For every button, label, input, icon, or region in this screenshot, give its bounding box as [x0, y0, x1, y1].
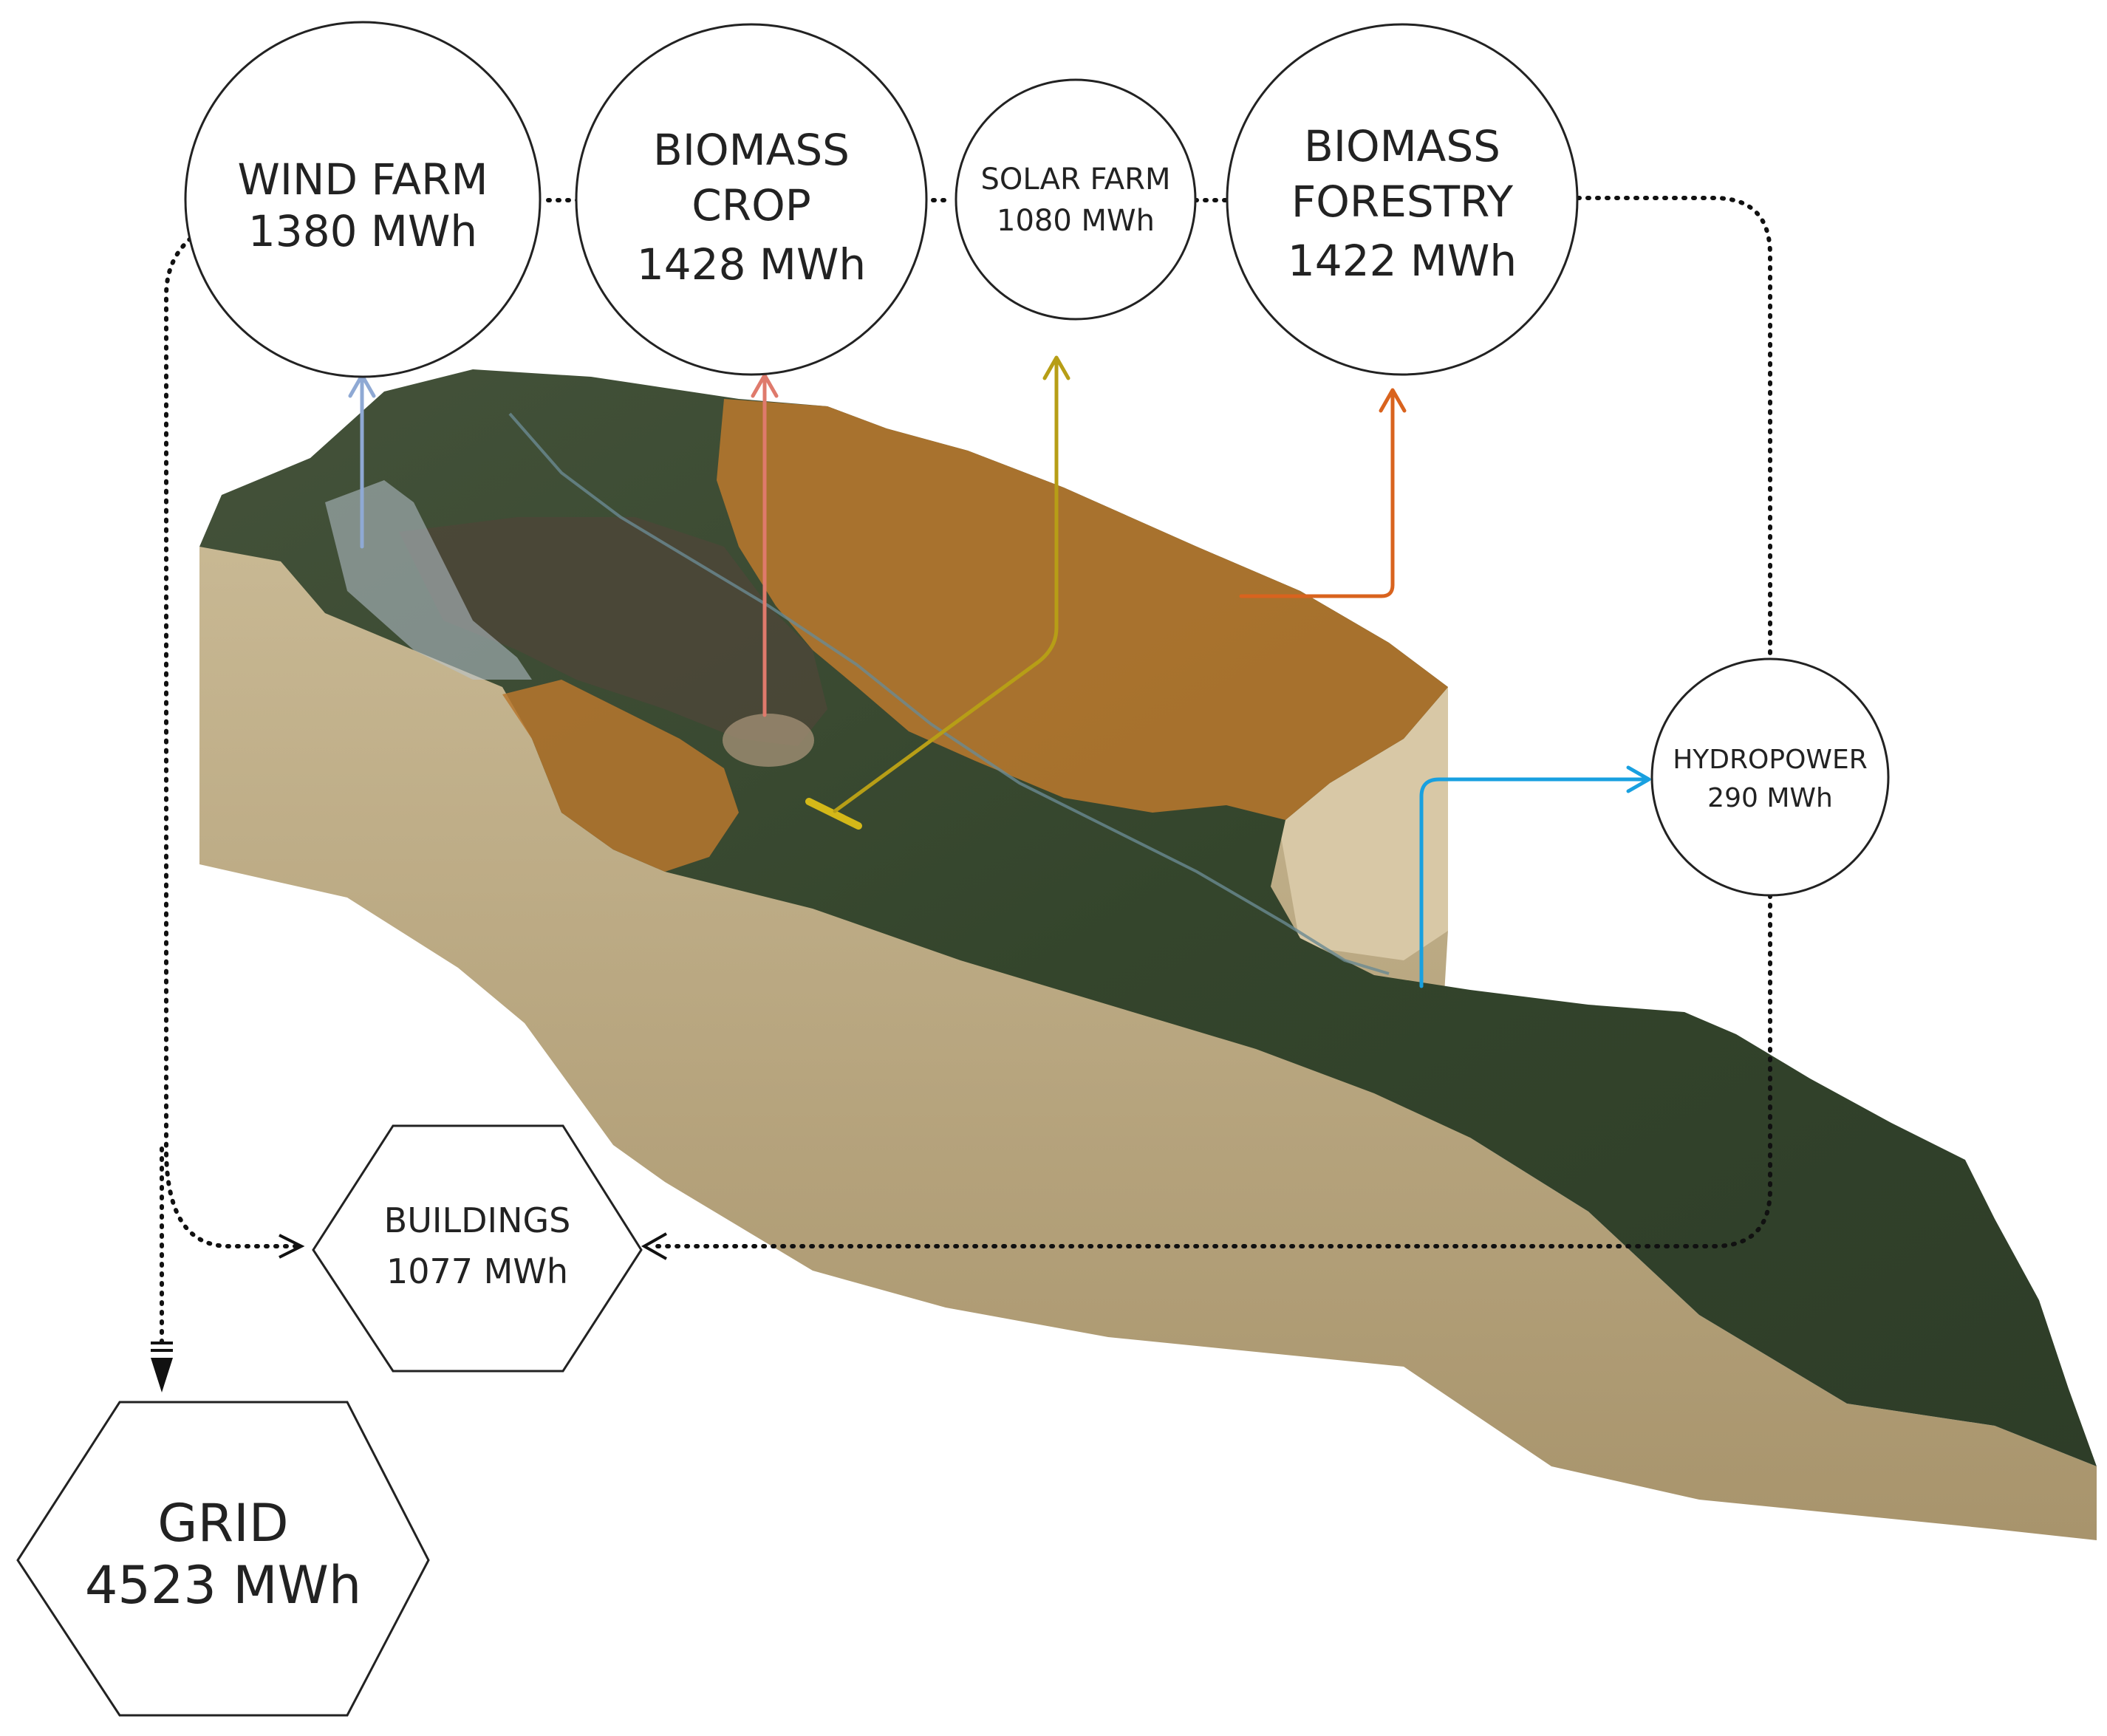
biomass-crop-arrowhead — [751, 373, 779, 398]
arrowhead-into-buildings-right — [641, 1232, 667, 1260]
biomass-crop-title-1: BIOMASS — [653, 125, 850, 175]
solar-arrow — [833, 356, 1059, 813]
solar-arrowhead — [1042, 355, 1070, 380]
hydro-arrowhead — [1626, 765, 1651, 793]
wind-farm-title: WIND FARM — [238, 154, 488, 205]
hydro-arrow — [1419, 777, 1650, 988]
biomass-crop-node: BIOMASS CROP 1428 MWh — [575, 23, 928, 376]
solar-farm-circle — [955, 78, 1197, 321]
arrowhead-into-buildings-left — [279, 1234, 305, 1259]
terrain-right-wall — [1278, 687, 1448, 960]
biomass-crop-area — [717, 399, 1448, 820]
wind-farm-area — [325, 480, 532, 680]
biomass-forestry-node: BIOMASS FORESTRY 1422 MWh — [1226, 23, 1579, 376]
biomass-forestry-circle — [1226, 23, 1579, 376]
flow-arrowheads — [151, 1232, 667, 1392]
hydropower-title: HYDROPOWER — [1673, 745, 1868, 775]
solar-farm-title: SOLAR FARM — [981, 163, 1171, 197]
biomass-crop-title-2: CROP — [691, 180, 810, 230]
source-arrows — [348, 355, 1651, 988]
biomass-forestry-arrow — [1239, 389, 1395, 598]
buildings-node: BUILDINGS 1077 MWh — [312, 1124, 643, 1373]
biomass-forestry-title-1: BIOMASS — [1304, 121, 1500, 171]
grid-value: 4523 MWh — [85, 1555, 361, 1616]
terrain-block — [199, 369, 2097, 1540]
grid-title: GRID — [157, 1493, 288, 1554]
river — [508, 412, 1390, 975]
buildings-value: 1077 MWh — [386, 1251, 568, 1291]
hydropower-circle — [1650, 657, 1890, 897]
flow-connectors — [160, 196, 1772, 1353]
wind-farm-circle — [184, 21, 542, 378]
connector-wind-buildings — [164, 230, 301, 1248]
connector-forestry-hydro — [1576, 196, 1772, 661]
arrowhead-into-grid — [151, 1358, 173, 1392]
buildings-title: BUILDINGS — [384, 1200, 571, 1240]
hydropower-value: 290 MWh — [1707, 783, 1833, 813]
grid-hexagon — [16, 1401, 430, 1717]
biomass-crop-circle — [575, 23, 928, 376]
solar-farm-node: SOLAR FARM 1080 MWh — [955, 78, 1197, 321]
wind-farm-node: WIND FARM 1380 MWh — [184, 21, 542, 378]
solar-farm-value: 1080 MWh — [997, 204, 1155, 238]
biomass-forestry-value: 1422 MWh — [1288, 236, 1517, 286]
grid-node: GRID 4523 MWh — [16, 1401, 430, 1717]
dark-forest-area — [399, 517, 827, 746]
biomass-forestry-arrowhead — [1379, 388, 1407, 413]
wind-farm-value: 1380 MWh — [248, 206, 477, 256]
biomass-crop-site — [723, 714, 814, 767]
hydropower-node: HYDROPOWER 290 MWh — [1650, 657, 1890, 897]
connector-hydro-buildings — [648, 893, 1772, 1248]
buildings-hexagon — [312, 1124, 643, 1373]
solar-farm-site — [805, 798, 862, 830]
biomass-lower-area — [502, 680, 739, 872]
biomass-forestry-title-2: FORESTRY — [1291, 177, 1514, 227]
biomass-crop-value: 1428 MWh — [637, 239, 866, 290]
